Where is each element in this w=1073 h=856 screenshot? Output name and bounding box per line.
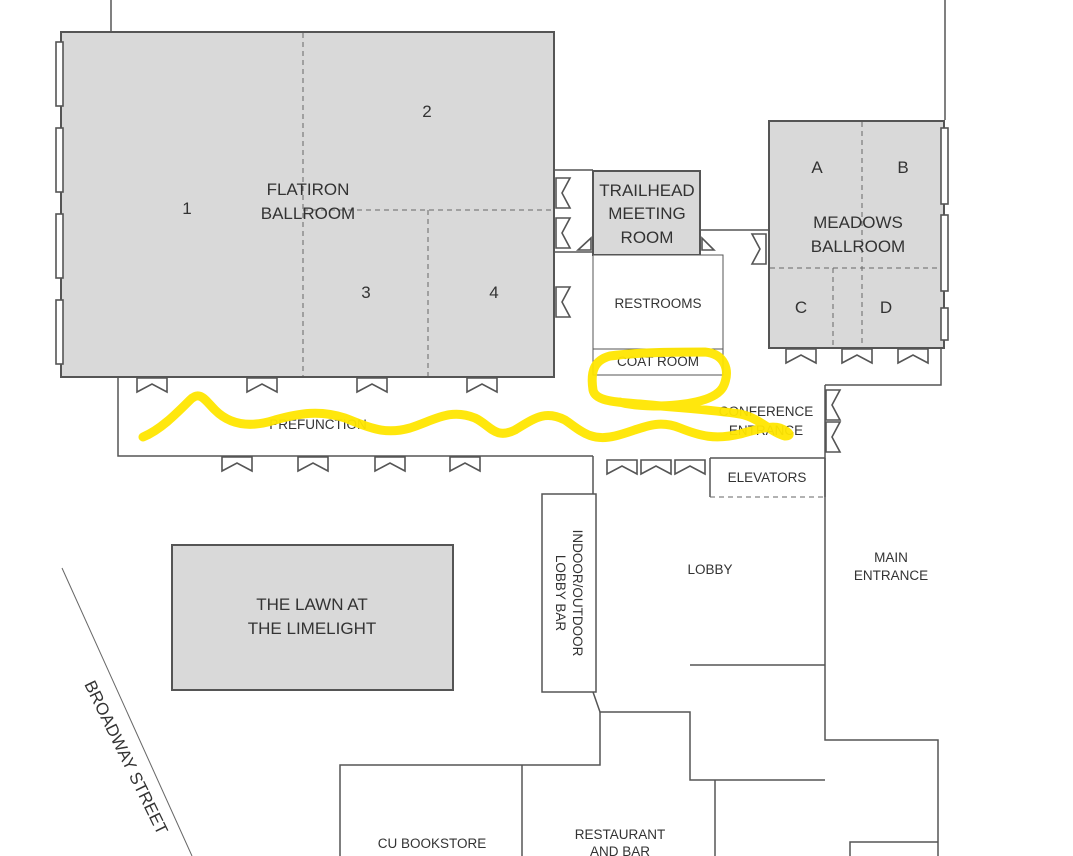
- door-icon: [575, 236, 592, 251]
- side-door: [940, 127, 949, 205]
- route-squiggle: [138, 347, 794, 442]
- bookstore-label: CU BOOKSTORE: [378, 836, 487, 851]
- meadows-label-1: MEADOWS: [813, 213, 903, 232]
- flatiron-section-3: 3: [361, 283, 370, 302]
- flatiron-section-4: 4: [489, 283, 498, 302]
- trailhead-meeting-room[interactable]: TRAILHEAD MEETING ROOM: [592, 170, 701, 256]
- door-icon: [374, 456, 406, 473]
- meadows-section-d: D: [880, 298, 892, 317]
- flatiron-section-1: 1: [182, 199, 191, 218]
- meadows-section-b: B: [897, 158, 908, 177]
- trailhead-label-3: ROOM: [621, 228, 674, 247]
- meadows-ballroom[interactable]: MEADOWS BALLROOM A B C D: [768, 120, 949, 349]
- flatiron-label-2: BALLROOM: [261, 204, 355, 223]
- door-icon: [701, 236, 716, 251]
- the-lawn[interactable]: THE LAWN AT THE LIMELIGHT: [171, 544, 454, 691]
- door-icon: [466, 377, 498, 394]
- door-icon: [449, 456, 481, 473]
- main-entrance-label-2: ENTRANCE: [854, 568, 928, 583]
- door-icon: [555, 217, 572, 249]
- door-icon: [606, 459, 638, 476]
- restaurant-label-1: RESTAURANT: [575, 827, 666, 842]
- door-icon: [825, 389, 842, 421]
- door-icon: [221, 456, 253, 473]
- trailhead-label-1: TRAILHEAD: [599, 181, 694, 200]
- side-door: [55, 41, 64, 107]
- main-entrance-label-1: MAIN: [874, 550, 908, 565]
- side-door: [55, 213, 64, 279]
- lobby-bar-label-1: INDOOR/OUTDOOR: [570, 530, 585, 657]
- lobby-bar-label-2: LOBBY BAR: [553, 555, 568, 632]
- meadows-section-a: A: [811, 158, 823, 177]
- door-icon: [555, 286, 572, 318]
- door-icon: [674, 459, 706, 476]
- restrooms-label: RESTROOMS: [614, 296, 701, 311]
- flatiron-section-2: 2: [422, 102, 431, 121]
- lawn-label-1: THE LAWN AT: [256, 595, 367, 614]
- meadows-section-c: C: [795, 298, 807, 317]
- restaurant-label-2: AND BAR: [590, 844, 650, 856]
- lobby-bar[interactable]: INDOOR/OUTDOOR LOBBY BAR: [541, 493, 597, 693]
- restrooms[interactable]: RESTROOMS: [592, 254, 724, 350]
- door-icon: [750, 233, 767, 265]
- street-label: BROADWAY STREET: [80, 678, 171, 838]
- flatiron-ballroom[interactable]: FLATIRON BALLROOM 1 2 3 4: [55, 31, 555, 378]
- door-icon: [841, 348, 873, 365]
- side-door: [940, 214, 949, 292]
- flatiron-label-1: FLATIRON: [267, 180, 350, 199]
- doors: [136, 177, 929, 476]
- highlighted-route: [138, 347, 794, 442]
- door-icon: [825, 421, 842, 453]
- elevators[interactable]: ELEVATORS: [709, 457, 826, 498]
- side-door: [55, 299, 64, 365]
- door-icon: [136, 377, 168, 394]
- door-icon: [555, 177, 572, 209]
- door-icon: [785, 348, 817, 365]
- door-icon: [246, 377, 278, 394]
- door-icon: [297, 456, 329, 473]
- lawn-label-2: THE LIMELIGHT: [248, 619, 376, 638]
- door-icon: [897, 348, 929, 365]
- trailhead-label-2: MEETING: [608, 204, 685, 223]
- side-door: [940, 307, 949, 341]
- door-icon: [356, 377, 388, 394]
- meadows-label-2: BALLROOM: [811, 237, 905, 256]
- door-icon: [640, 459, 672, 476]
- lobby-label: LOBBY: [687, 562, 732, 577]
- side-door: [55, 127, 64, 193]
- elevators-label: ELEVATORS: [728, 470, 807, 485]
